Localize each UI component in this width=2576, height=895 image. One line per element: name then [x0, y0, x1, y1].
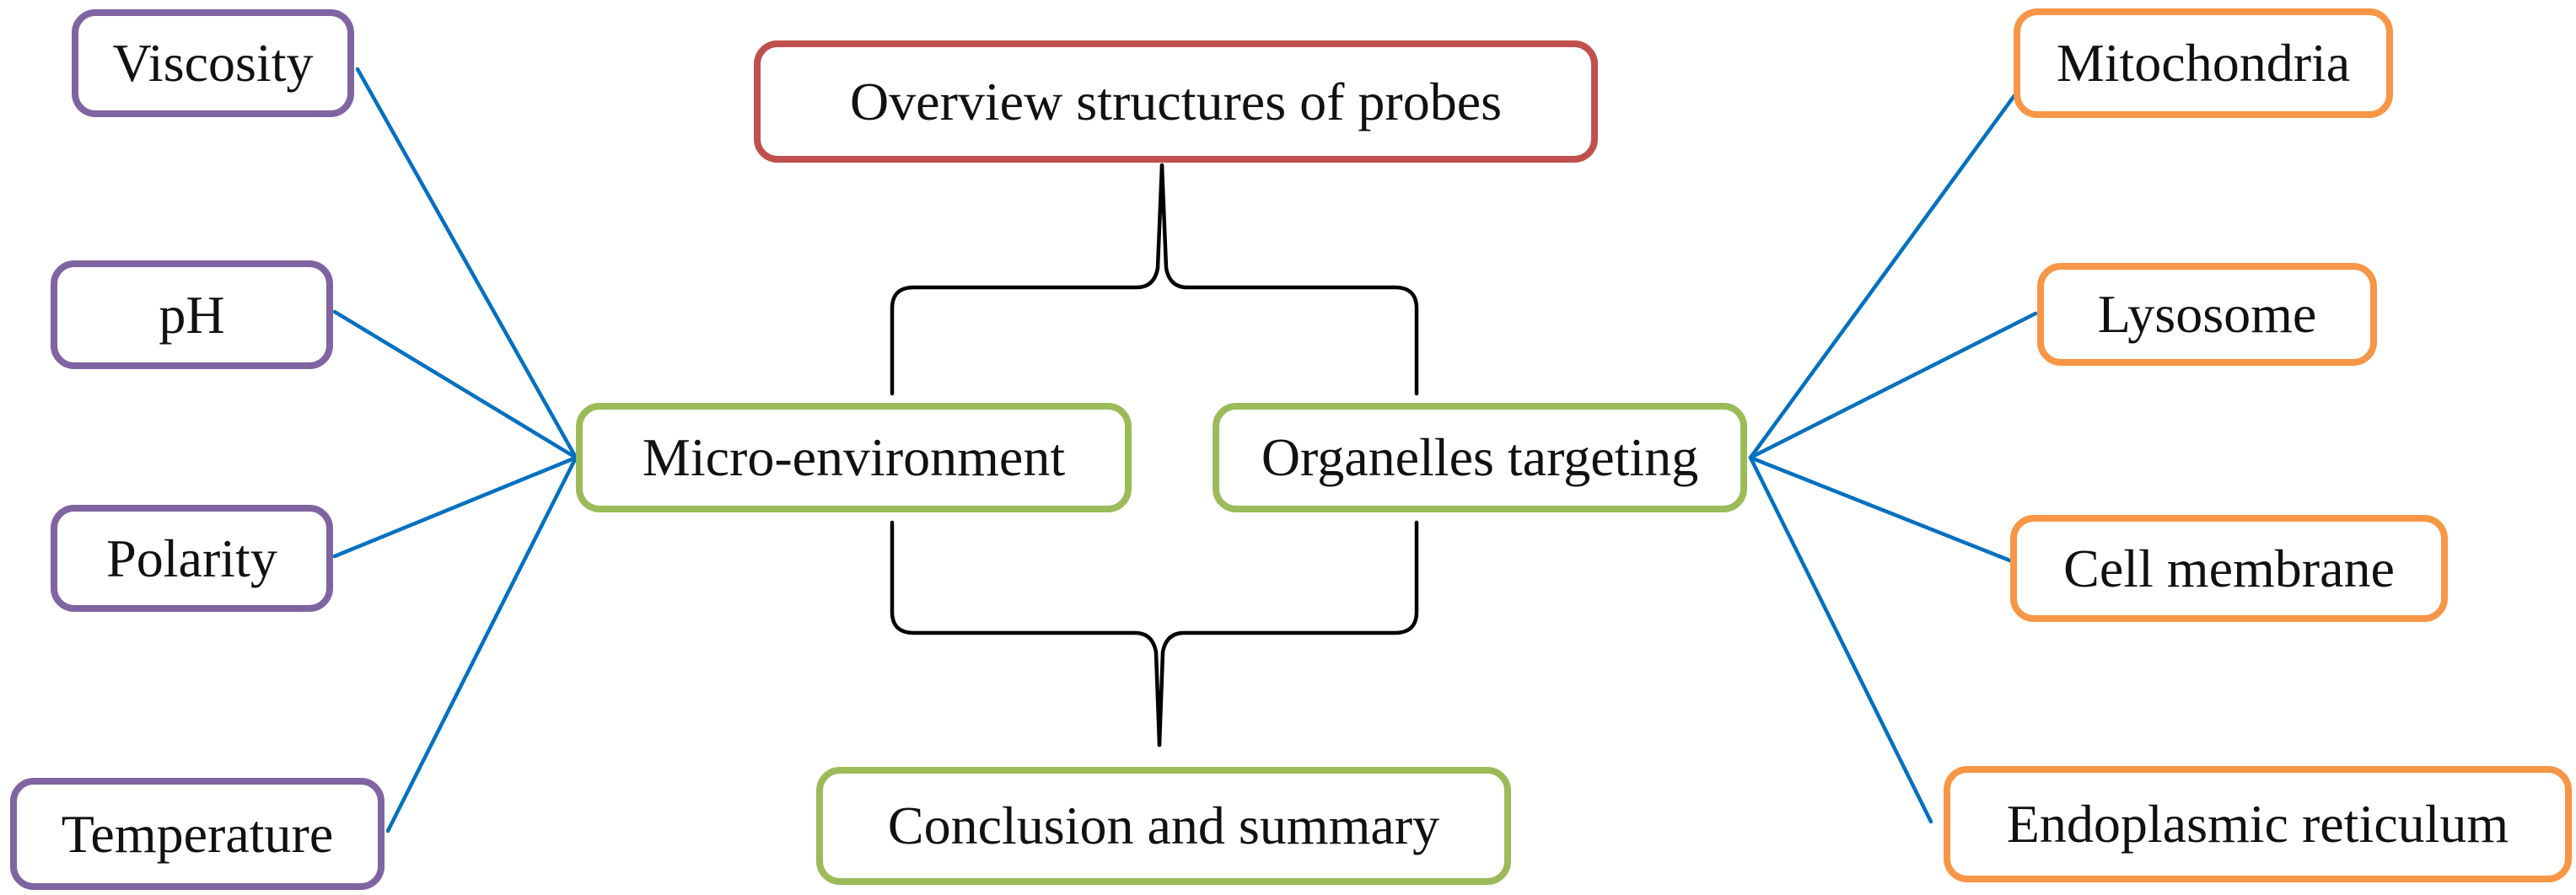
node-cell-membrane: Cell membrane [2010, 515, 2448, 622]
node-mitochondria: Mitochondria [2014, 8, 2393, 118]
connector-microenvironment-ph [332, 309, 578, 460]
bottom-brace-right-half [1157, 520, 1419, 748]
connector-organelles-lysosome [1748, 311, 2038, 460]
top-brace-left-half [890, 163, 1164, 396]
top-brace-right-half [1159, 163, 1419, 396]
bottom-brace-left-half [890, 520, 1162, 748]
node-polarity: Polarity [51, 505, 333, 612]
node-viscosity: Viscosity [72, 9, 354, 117]
node-lysosome: Lysosome [2037, 263, 2377, 366]
connector-microenvironment-polarity [332, 455, 578, 559]
node-organelles-targeting: Organelles targeting [1213, 403, 1747, 512]
node-conclusion-and-summary: Conclusion and summary [816, 767, 1511, 885]
connector-microenvironment-viscosity [355, 67, 578, 460]
node-temperature: Temperature [10, 778, 385, 890]
node-ph: pH [51, 260, 333, 369]
connector-organelles-er [1748, 455, 1933, 824]
connector-organelles-mitochondria [1748, 92, 2018, 460]
connector-microenvironment-temperature [385, 455, 578, 833]
connector-organelles-cell-membrane [1748, 455, 2014, 564]
node-micro-environment: Micro-environment [576, 403, 1132, 512]
node-overview-structures-of-probes: Overview structures of probes [754, 40, 1598, 163]
node-endoplasmic-reticulum: Endoplasmic reticulum [1944, 766, 2572, 882]
